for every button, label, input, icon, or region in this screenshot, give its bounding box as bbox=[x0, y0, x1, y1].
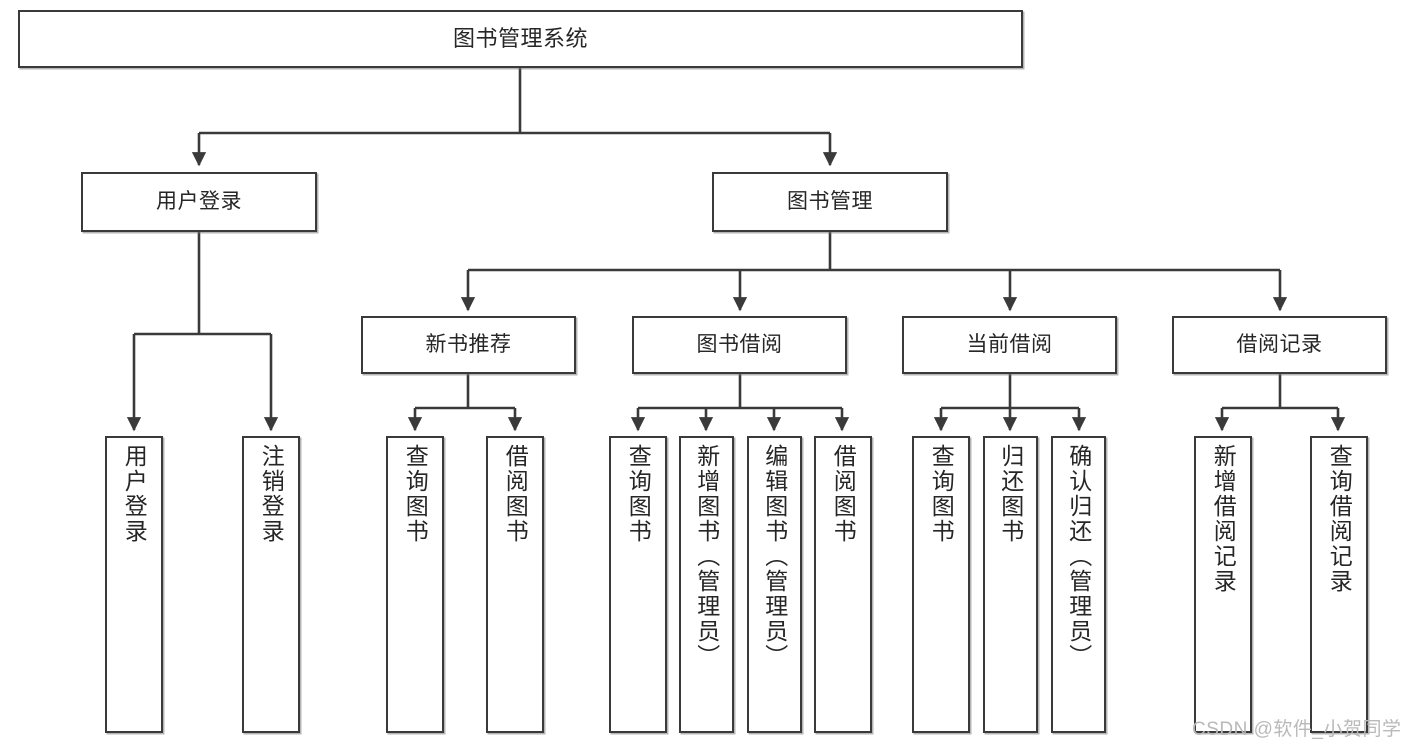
node-label: 用户登录 bbox=[156, 189, 242, 213]
connector-book-manage-to-level3 bbox=[460, 232, 1288, 312]
node-label: 确认归还（管理员） bbox=[1065, 444, 1092, 669]
connector-borrow-record-to-leaves bbox=[1214, 374, 1346, 432]
node-label: 归还图书 bbox=[997, 444, 1024, 544]
node-label: 查询图书 bbox=[928, 444, 955, 544]
node-leaf-query-book-current[interactable]: 查询图书 bbox=[912, 436, 970, 733]
node-label: 新增图书（管理员） bbox=[693, 444, 720, 669]
node-label: 查询借阅记录 bbox=[1326, 444, 1353, 594]
node-leaf-query-borrow-record[interactable]: 查询借阅记录 bbox=[1310, 436, 1368, 733]
node-label: 新书推荐 bbox=[425, 332, 512, 356]
node-label: 图书管理 bbox=[787, 189, 873, 213]
node-label: 注销登录 bbox=[258, 444, 285, 544]
node-label: 用户登录 bbox=[121, 444, 148, 544]
node-leaf-query-book-borrow[interactable]: 查询图书 bbox=[609, 436, 667, 733]
node-label: 新增借阅记录 bbox=[1210, 444, 1237, 594]
connector-user-login-to-leaves bbox=[126, 232, 279, 432]
node-label: 借阅图书 bbox=[502, 444, 529, 544]
connector-current-borrow-to-leaves bbox=[933, 374, 1087, 432]
node-label: 图书管理系统 bbox=[452, 26, 588, 52]
node-leaf-edit-book-admin[interactable]: 编辑图书（管理员） bbox=[747, 436, 802, 733]
node-root-system[interactable]: 图书管理系统 bbox=[18, 10, 1023, 68]
node-leaf-user-login[interactable]: 用户登录 bbox=[105, 436, 163, 733]
node-current-borrow[interactable]: 当前借阅 bbox=[902, 316, 1117, 374]
node-leaf-borrow-book[interactable]: 借阅图书 bbox=[814, 436, 872, 733]
node-label: 编辑图书（管理员） bbox=[761, 444, 788, 669]
node-new-book-recommend[interactable]: 新书推荐 bbox=[361, 316, 576, 374]
node-label: 借阅记录 bbox=[1236, 332, 1323, 356]
node-label: 当前借阅 bbox=[966, 332, 1053, 356]
node-leaf-return-book[interactable]: 归还图书 bbox=[983, 436, 1038, 733]
node-leaf-add-borrow-record[interactable]: 新增借阅记录 bbox=[1194, 436, 1252, 733]
node-leaf-logout[interactable]: 注销登录 bbox=[242, 436, 300, 733]
node-label: 借阅图书 bbox=[830, 444, 857, 544]
node-book-borrow[interactable]: 图书借阅 bbox=[632, 316, 847, 374]
node-borrow-record[interactable]: 借阅记录 bbox=[1172, 316, 1387, 374]
watermark-text: CSDN @软件_小贺同学 bbox=[1192, 719, 1402, 740]
node-book-management[interactable]: 图书管理 bbox=[712, 172, 948, 232]
node-label: 图书借阅 bbox=[696, 332, 783, 356]
node-leaf-borrow-book-recommend[interactable]: 借阅图书 bbox=[486, 436, 544, 733]
node-leaf-query-book-recommend[interactable]: 查询图书 bbox=[386, 436, 444, 733]
node-label: 查询图书 bbox=[402, 444, 429, 544]
connector-new-book-to-leaves bbox=[407, 374, 523, 432]
node-leaf-confirm-return-admin[interactable]: 确认归还（管理员） bbox=[1051, 436, 1106, 733]
node-label: 查询图书 bbox=[625, 444, 652, 544]
node-leaf-add-book-admin[interactable]: 新增图书（管理员） bbox=[679, 436, 734, 733]
node-user-login[interactable]: 用户登录 bbox=[81, 172, 317, 232]
connector-book-borrow-to-leaves bbox=[630, 374, 850, 432]
connector-root-to-level2 bbox=[191, 68, 838, 167]
